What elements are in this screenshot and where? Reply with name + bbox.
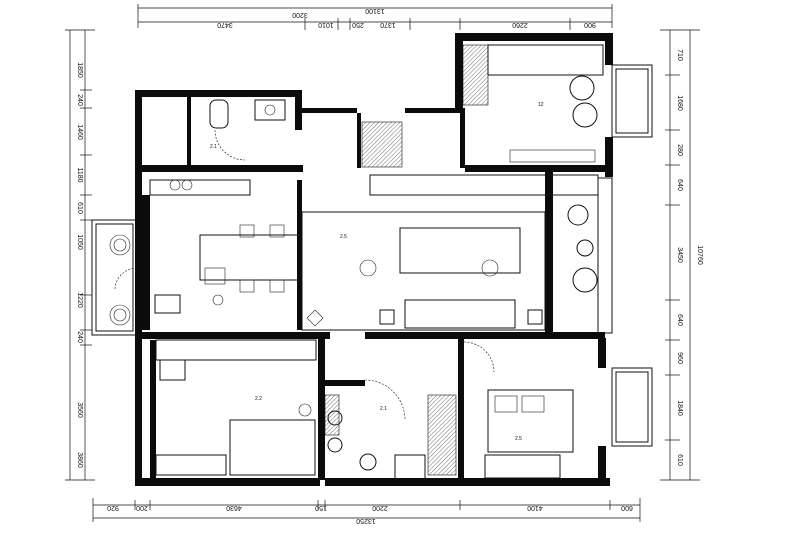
- dim-right-1: 710: [676, 49, 683, 61]
- dim-top-6: 2260: [512, 21, 528, 28]
- dim-left-8: 1220: [76, 292, 83, 308]
- dim-right-3: 280: [676, 144, 683, 156]
- dim-left-9: 240: [76, 331, 83, 343]
- dim-top-total: 13100: [365, 7, 385, 14]
- dim-right-total: 10760: [696, 245, 703, 265]
- dim-bottom-3: 4630: [226, 504, 242, 511]
- label-entry: 2.1: [210, 144, 217, 150]
- furniture: [149, 75, 598, 481]
- dim-top-7: 900: [584, 21, 596, 28]
- dim-bottom-2: 200: [136, 504, 148, 511]
- dim-left-3: 1460: [76, 124, 83, 140]
- dim-top-1: 3470: [217, 21, 233, 28]
- dim-top-4: 250: [352, 21, 364, 28]
- top-dimensions: 13100 3470 3200 1010 250 1370 2260 900: [137, 4, 613, 30]
- dim-right-9: 1840: [676, 400, 683, 416]
- bottom-dimensions: 920 200 4630 150 2200 4100 600 13250: [92, 498, 641, 524]
- label-bedroom-sw: 2.2: [255, 396, 262, 402]
- dim-left-1: 1850: [76, 62, 83, 78]
- dim-top-2: 3200: [292, 11, 308, 18]
- dim-bottom-5: 2200: [372, 504, 388, 511]
- dim-right-4: 640: [676, 179, 683, 191]
- dim-bottom-4: 150: [315, 504, 327, 511]
- dim-right-7: 640: [676, 314, 683, 326]
- dim-right-2: 1680: [676, 95, 683, 111]
- dining-table: [199, 234, 301, 281]
- dim-left-2: 240: [76, 94, 83, 106]
- dim-bottom-7: 600: [621, 504, 633, 511]
- dim-left-7: 3560: [76, 402, 83, 418]
- label-master-bedroom: 12: [538, 102, 544, 108]
- dim-left-4: 1180: [76, 167, 83, 182]
- right-dimensions: 710 1680 280 640 3450 10760 640 960 1840…: [660, 29, 703, 481]
- dim-bottom-total: 13250: [356, 517, 376, 524]
- label-living-room: 2.5: [340, 234, 347, 240]
- dim-right-8: 960: [676, 352, 683, 364]
- dim-left-6: 1050: [76, 234, 83, 250]
- built-in-storage: [155, 44, 604, 476]
- bed: [487, 389, 574, 453]
- left-dimensions: 1850 240 1460 1180 610 1050 3560 1220 24…: [65, 29, 95, 481]
- walls: [135, 33, 613, 486]
- dim-bottom-1: 920: [107, 504, 119, 511]
- dim-right-5: 3450: [676, 247, 683, 263]
- dim-bottom-6: 4100: [527, 504, 543, 511]
- dim-left-5: 610: [76, 202, 83, 214]
- sofa: [399, 227, 521, 274]
- label-bedroom-se: 2.5: [515, 436, 522, 442]
- dim-left-10: 3860: [76, 452, 83, 468]
- room-labels: 12 2.5 2.2 2.1 2.5 2.1: [210, 102, 544, 442]
- dim-right-10: 610: [676, 454, 683, 466]
- master-chair: [569, 75, 595, 101]
- label-bathroom: 2.1: [380, 406, 387, 412]
- dim-top-3: 1010: [318, 21, 334, 28]
- living-area: [301, 211, 546, 331]
- dim-top-5: 1370: [380, 21, 396, 28]
